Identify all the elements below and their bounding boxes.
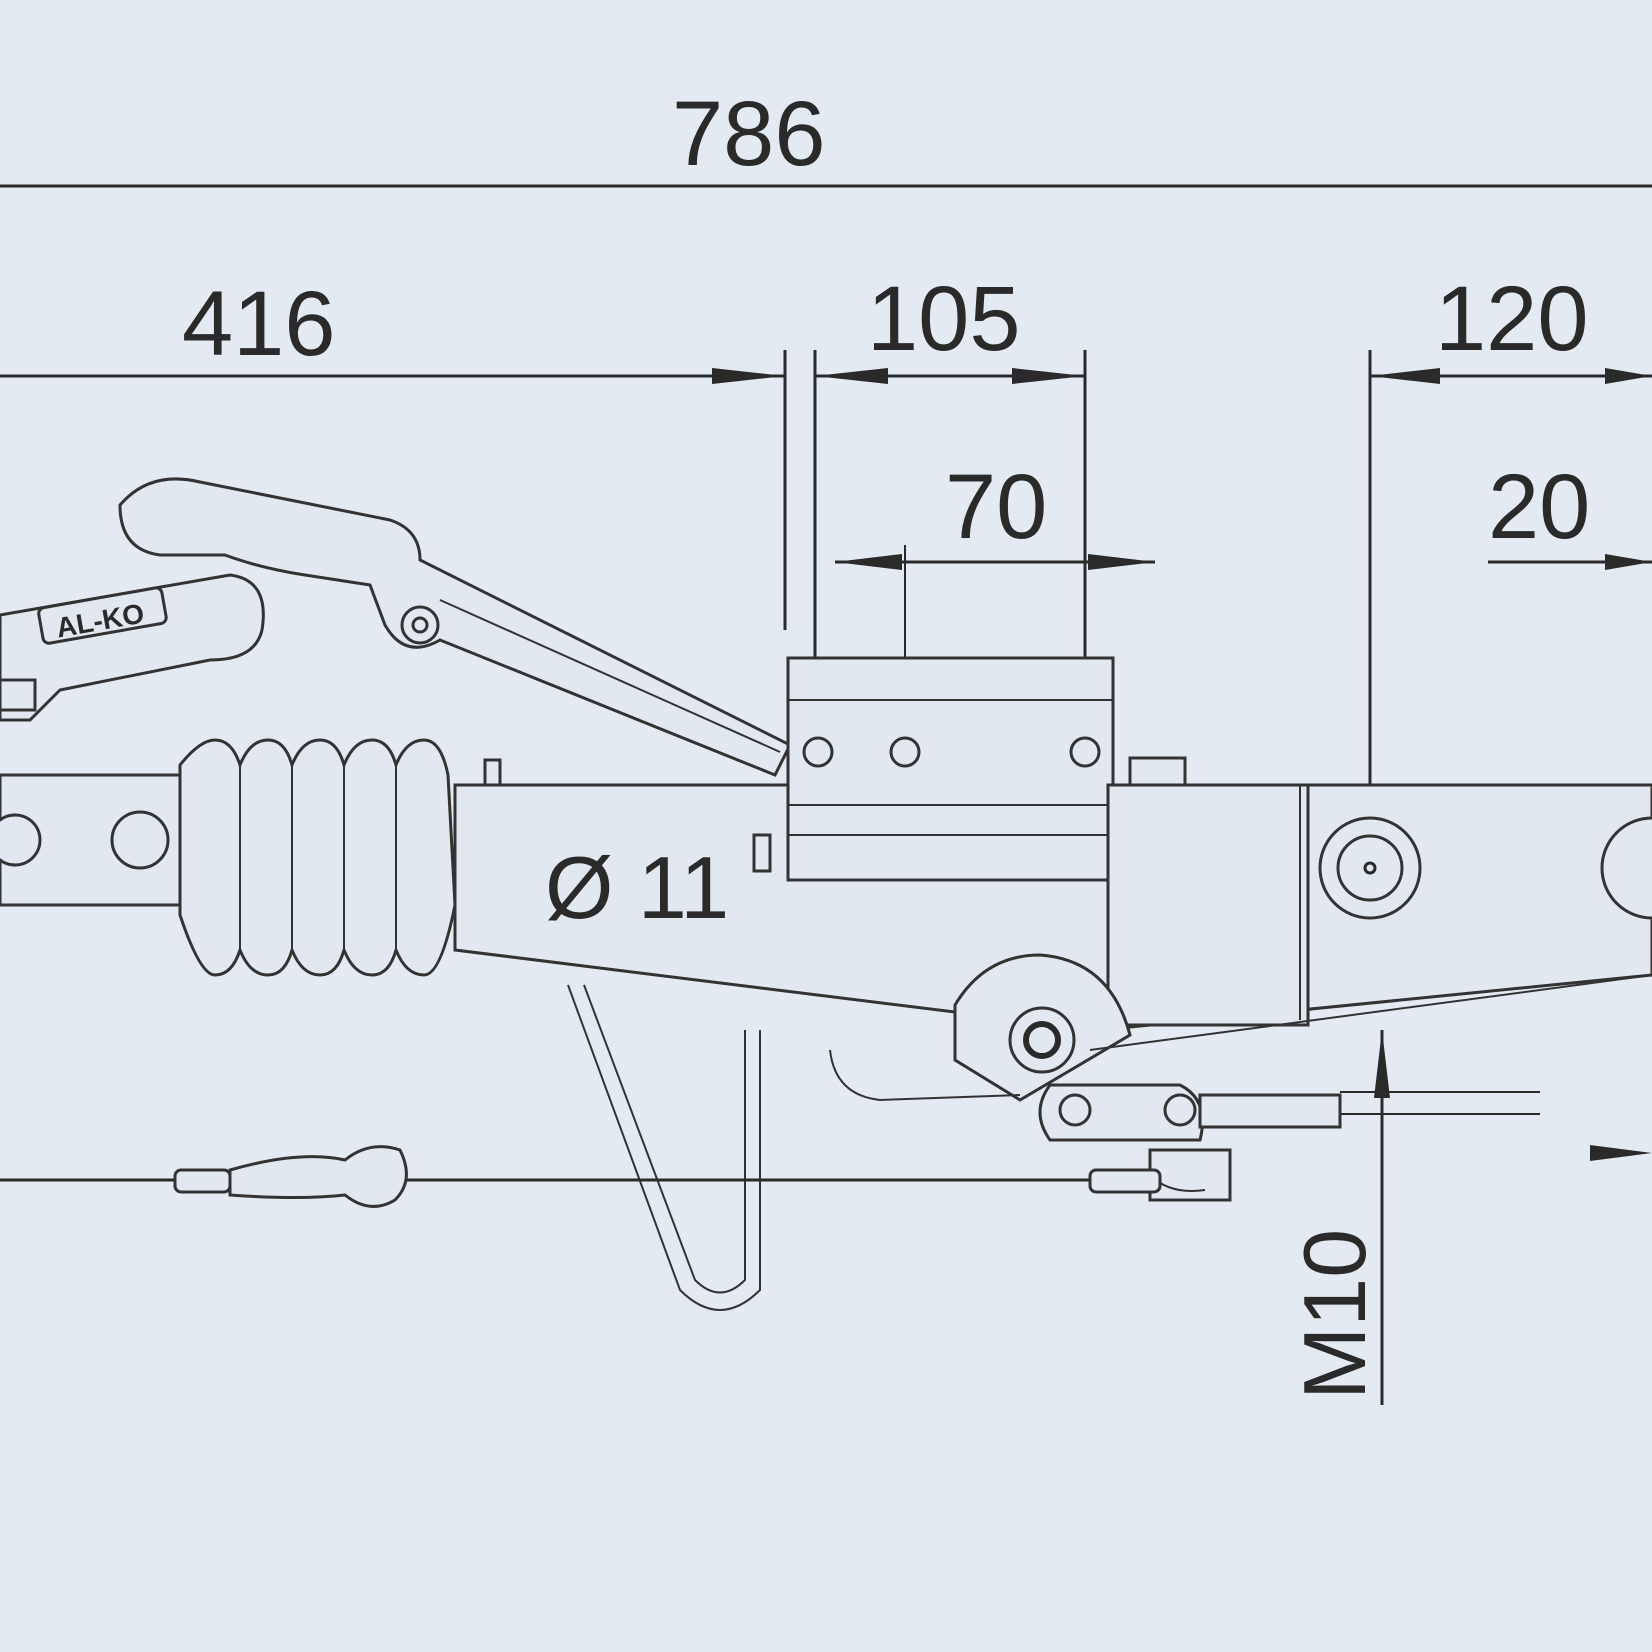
dim-rear-span: 120 xyxy=(1435,268,1589,370)
safety-indicator xyxy=(0,573,265,722)
dimension-labels: 786 416 105 70 120 20 Ø 11 M10 xyxy=(182,83,1590,1400)
breakaway-cable xyxy=(0,1145,1162,1208)
drawbar-body xyxy=(453,656,1652,1032)
dim-mount-span: 105 xyxy=(867,268,1021,370)
dim-hole-diameter: Ø 11 xyxy=(545,838,729,937)
bellows xyxy=(0,738,457,977)
coupling-handle xyxy=(118,477,793,777)
dim-front-to-mount: 416 xyxy=(182,273,336,375)
support-leg xyxy=(567,984,761,1311)
dim-overall-length: 786 xyxy=(672,83,826,185)
dim-hole-spacing: 70 xyxy=(945,456,1047,558)
dim-rear-offset: 20 xyxy=(1488,456,1590,558)
dim-thread: M10 xyxy=(1285,1229,1384,1400)
brake-lever-assembly xyxy=(829,953,1652,1202)
